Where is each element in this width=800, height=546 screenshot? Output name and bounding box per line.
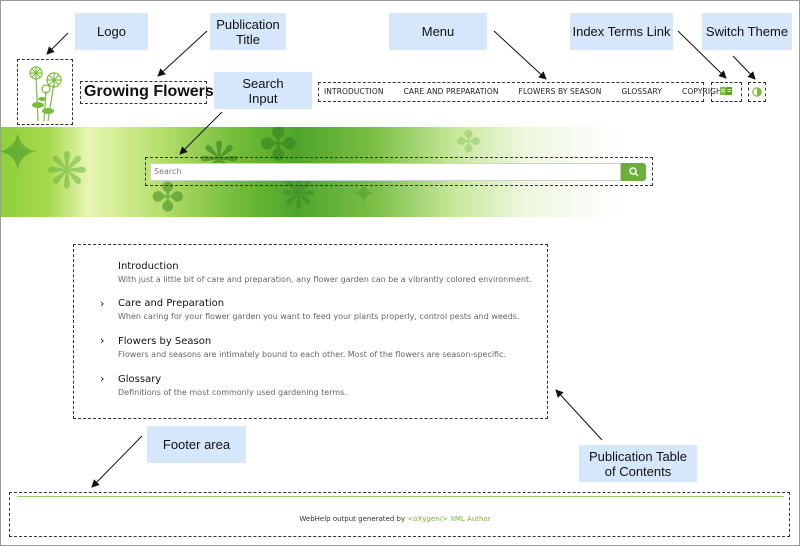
toc-item-title[interactable]: Flowers by Season xyxy=(118,336,212,347)
footer-prefix: WebHelp output generated by xyxy=(299,515,408,523)
maple-leaf-icon: ✦ xyxy=(351,178,377,211)
menu-item-flowers-by-season[interactable]: FLOWERS BY SEASON xyxy=(518,87,602,96)
callout-switch-theme: Switch Theme xyxy=(702,13,792,50)
callout-logo: Logo xyxy=(75,13,148,50)
search-input[interactable]: Search xyxy=(150,163,621,181)
toc-item-glossary: Glossary Definitions of the most commonl… xyxy=(118,374,347,397)
main-menu: INTRODUCTION CARE AND PREPARATION FLOWER… xyxy=(324,87,746,96)
search-box xyxy=(145,157,653,186)
publication-title-box xyxy=(80,81,207,104)
toc-item-description: With just a little bit of care and prepa… xyxy=(118,275,532,284)
maple-leaf-icon: ✤ xyxy=(151,176,185,217)
logo-icon[interactable] xyxy=(24,63,66,123)
index-terms-box xyxy=(711,82,742,102)
menu-item-copyright[interactable]: COPYRIGHT xyxy=(682,87,727,96)
toc-box xyxy=(73,244,548,419)
callout-search-input: Search Input xyxy=(214,72,312,109)
switch-theme-box xyxy=(748,82,766,102)
toc-item-title[interactable]: Introduction xyxy=(118,261,179,272)
footer-divider xyxy=(17,496,784,497)
publication-title[interactable]: Growing Flowers xyxy=(84,83,214,100)
toc-item-title[interactable]: Care and Preparation xyxy=(118,298,225,309)
footer-brand-link[interactable]: <oXygen/> XML Author xyxy=(407,515,491,523)
book-icon[interactable] xyxy=(719,86,733,97)
callout-footer-area: Footer area xyxy=(147,426,246,463)
callout-index-terms-link: Index Terms Link xyxy=(570,13,673,50)
menu-item-glossary[interactable]: GLOSSARY xyxy=(621,87,663,96)
toc-item-description: When caring for your flower garden you w… xyxy=(118,312,520,321)
half-circle-icon[interactable] xyxy=(752,87,762,97)
callout-publication-toc: Publication Table of Contents xyxy=(579,445,697,482)
toc-item-introduction: Introduction With just a little bit of c… xyxy=(118,261,532,284)
callout-menu: Menu xyxy=(389,13,487,50)
toc-item-care-and-preparation: Care and Preparation When caring for you… xyxy=(118,298,520,321)
footer-area xyxy=(9,492,790,537)
chevron-right-icon[interactable]: › xyxy=(100,334,105,347)
toc-item-description: Definitions of the most commonly used ga… xyxy=(118,388,347,397)
toc-item-description: Flowers and seasons are intimately bound… xyxy=(118,350,507,359)
menu-box xyxy=(318,82,704,102)
maple-leaf-icon: ✤ xyxy=(456,127,482,159)
menu-item-care-and-preparation[interactable]: CARE AND PREPARATION xyxy=(403,87,499,96)
toc-item-flowers-by-season: Flowers by Season Flowers and seasons ar… xyxy=(118,336,506,359)
maple-leaf-icon: ❋ xyxy=(46,143,88,199)
chevron-right-icon[interactable]: › xyxy=(100,297,105,310)
search-button[interactable] xyxy=(621,163,646,181)
maple-leaf-icon: ❋ xyxy=(741,158,775,202)
callout-publication-title: Publication Title xyxy=(210,13,286,50)
maple-leaf-icon: ✤ xyxy=(259,127,298,170)
menu-item-introduction[interactable]: INTRODUCTION xyxy=(324,87,384,96)
maple-leaf-icon: ✦ xyxy=(1,127,41,183)
chevron-right-icon[interactable]: › xyxy=(100,372,105,385)
toc-item-title[interactable]: Glossary xyxy=(118,374,162,385)
footer-text: WebHelp output generated by <oXygen/> XM… xyxy=(0,515,790,523)
search-icon xyxy=(628,167,639,177)
logo-area xyxy=(17,59,73,125)
